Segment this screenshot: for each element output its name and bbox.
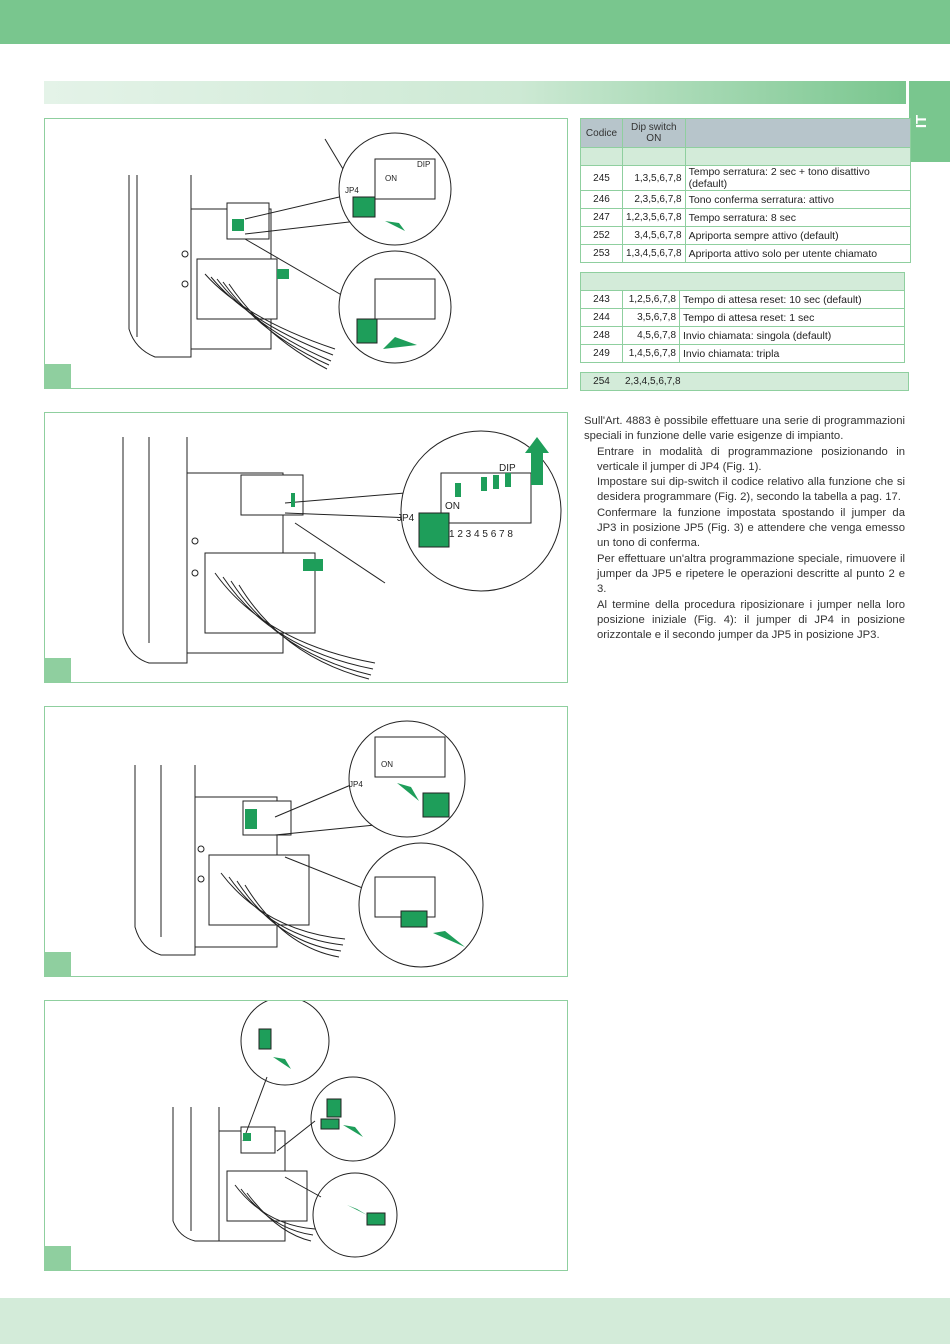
figure-4-tab — [45, 1246, 71, 1270]
figure-2: ON DIP JP4 1 2 3 4 5 6 7 8 — [44, 412, 568, 683]
step-4: Per effettuare un'altra programmazione s… — [597, 552, 905, 596]
step-2: Impostare sui dip-switch il codice relat… — [597, 476, 905, 504]
figure-3: ON JP4 — [44, 706, 568, 977]
intro-paragraph: Sull'Art. 4883 è possibile effettuare un… — [584, 415, 905, 443]
col-header-codice: Codice — [580, 118, 623, 148]
figure-2-drawing: ON DIP JP4 1 2 3 4 5 6 7 8 — [122, 430, 562, 680]
instructions-text: Sull'Art. 4883 è possibile effettuare un… — [584, 414, 905, 643]
fig3-jp4-label: JP4 — [349, 780, 363, 789]
dip-switch-table-third: 254 2,3,4,5,6,7,8 — [580, 372, 909, 391]
step-3: Confermare la funzione impostata spostan… — [597, 506, 905, 550]
figure-3-drawing: ON JP4 — [134, 720, 484, 968]
figure-1-drawing: ON DIP JP4 — [128, 132, 452, 370]
header-band — [0, 0, 950, 44]
figure-4-drawing — [172, 1001, 398, 1258]
figure-3-tab — [45, 952, 71, 976]
fig1-dip-label: DIP — [417, 160, 430, 169]
col-header-dip-switch: Dip switch ON — [622, 118, 686, 148]
fig2-dip-label: DIP — [499, 463, 516, 474]
fig1-jp4-label: JP4 — [345, 186, 359, 195]
step-5: Al termine della procedura riposizionare… — [597, 598, 905, 642]
figure-1-tab — [45, 364, 71, 388]
table-row: 254 2,3,4,5,6,7,8 — [580, 372, 909, 391]
section-title-bar — [44, 81, 906, 104]
figure-1: ON DIP JP4 — [44, 118, 568, 389]
figure-4 — [44, 1000, 568, 1271]
fig1-on-label: ON — [385, 174, 397, 183]
language-tab: IT — [909, 81, 950, 162]
fig2-on-label: ON — [445, 501, 460, 512]
fig3-on-label: ON — [381, 760, 393, 769]
col-header-description — [684, 118, 911, 148]
footer-band — [0, 1298, 950, 1344]
language-label: IT — [913, 114, 931, 129]
fig2-dip-numbers: 1 2 3 4 5 6 7 8 — [449, 529, 513, 540]
fig2-jp4-label: JP4 — [397, 513, 415, 524]
figure-2-tab — [45, 658, 71, 682]
step-1: Entrare in modalità di programmazione po… — [597, 445, 905, 473]
